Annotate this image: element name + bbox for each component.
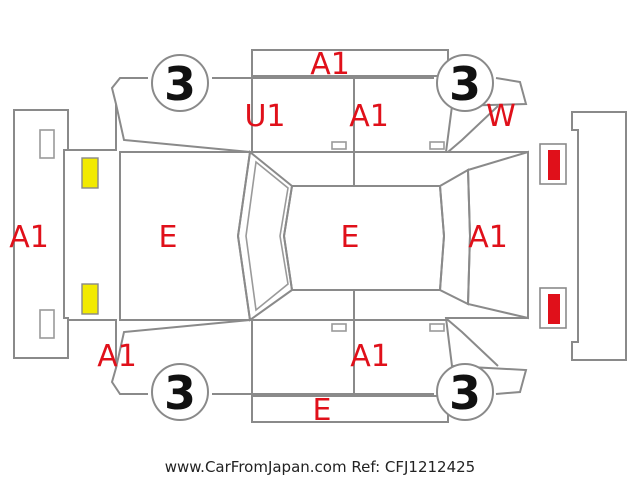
- tire-front-bottom: 3: [151, 363, 209, 421]
- car-body-outline: [68, 77, 529, 395]
- front-bumper-outline: [13, 109, 69, 359]
- tire-grade-rear-bottom: 3: [449, 366, 481, 420]
- headlight-bottom: [81, 283, 99, 315]
- label-front-door-top: U1: [244, 99, 285, 134]
- tire-grade-front-bottom: 3: [164, 366, 196, 420]
- taillight-housing-bottom: [539, 287, 567, 329]
- rear-bumper-outline: [571, 111, 627, 361]
- label-roof-strip-bottom: E: [313, 393, 332, 428]
- headlight-top: [81, 157, 99, 189]
- label-front-fender-bottom: A1: [97, 339, 137, 374]
- roof-strip-bottom: [251, 395, 449, 423]
- door-handle-rear-top: [429, 141, 445, 150]
- label-rear-fender-top: W: [486, 99, 516, 134]
- label-front-bumper: A1: [9, 220, 49, 255]
- front-bumper-notch-top: [39, 129, 55, 159]
- taillight-top: [548, 150, 560, 180]
- side-panel-bottom: [115, 319, 499, 369]
- label-rear-door-bottom: A1: [350, 339, 390, 374]
- tire-grade-rear-top: 3: [449, 57, 481, 111]
- door-handle-front-bottom: [331, 323, 347, 332]
- taillight-bottom: [548, 294, 560, 324]
- roof-strip-top: [251, 49, 449, 77]
- tire-rear-bottom: 3: [436, 363, 494, 421]
- tire-grade-front-top: 3: [164, 57, 196, 111]
- rear-window-outline: [438, 168, 472, 306]
- footer-reference: www.CarFromJapan.com Ref: CFJ1212425: [165, 458, 475, 476]
- tire-front-top: 3: [151, 54, 209, 112]
- door-handle-front-top: [331, 141, 347, 150]
- door-handle-rear-bottom: [429, 323, 445, 332]
- label-rear-door-top: A1: [349, 99, 389, 134]
- label-hood: E: [159, 220, 178, 255]
- label-roof-strip-top: A1: [310, 47, 350, 82]
- tailgate-outline: [466, 150, 529, 320]
- front-bumper-notch-bottom: [39, 309, 55, 339]
- taillight-housing-top: [539, 143, 567, 185]
- roof-outline: [282, 185, 446, 291]
- hood-outline: [119, 151, 252, 321]
- side-panel-top: [115, 103, 499, 153]
- label-roof: E: [341, 220, 360, 255]
- windshield-inner: [245, 160, 289, 312]
- label-rear-bumper: A1: [468, 220, 508, 255]
- tire-rear-top: 3: [436, 54, 494, 112]
